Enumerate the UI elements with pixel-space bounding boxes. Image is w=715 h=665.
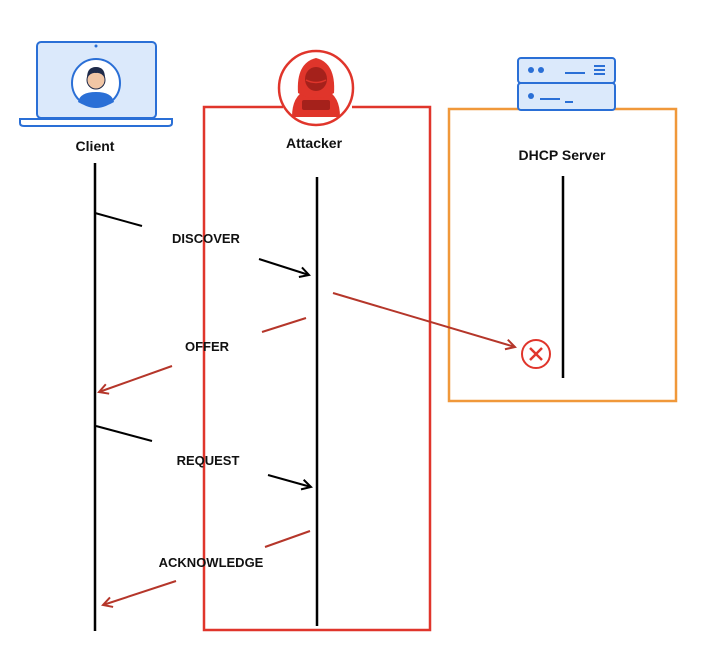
offer-arrow bbox=[99, 317, 307, 392]
server-rack-icon bbox=[517, 57, 616, 111]
attacker-zone-border bbox=[202, 105, 432, 632]
message-label-acknowledge: ACKNOWLEDGE bbox=[158, 555, 264, 570]
hooded-attacker-icon bbox=[277, 49, 355, 127]
laptop-user-icon bbox=[19, 41, 173, 127]
acknowledge-arrow bbox=[103, 530, 311, 605]
message-label-request: REQUEST bbox=[176, 453, 240, 468]
blocked-x-icon bbox=[521, 339, 551, 369]
message-label-discover: DISCOVER bbox=[172, 231, 240, 246]
request-arrow bbox=[95, 425, 311, 487]
message-label-offer: OFFER bbox=[184, 339, 230, 354]
client-label: Client bbox=[75, 138, 115, 154]
blocked-arrow bbox=[332, 292, 515, 347]
attacker-label: Attacker bbox=[285, 135, 343, 151]
discover-arrow bbox=[94, 212, 309, 275]
server-label: DHCP Server bbox=[518, 147, 606, 163]
